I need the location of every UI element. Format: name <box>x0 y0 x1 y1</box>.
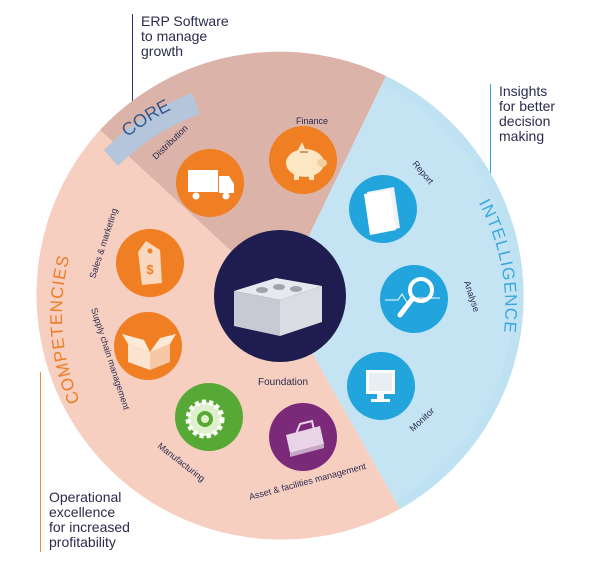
toolbox-icon <box>286 419 324 457</box>
svg-text:$: $ <box>146 262 154 277</box>
foundation-brick-icon <box>234 278 322 336</box>
magnifier-icon <box>385 277 440 318</box>
operational-callout-line <box>40 372 41 552</box>
price-tag-icon: $ <box>138 241 162 285</box>
erp-callout-line <box>132 14 133 108</box>
report-document-icon <box>364 187 400 235</box>
finance-label: Finance <box>296 116 328 126</box>
insights-callout-line <box>490 84 491 194</box>
truck-icon <box>188 170 234 200</box>
core-tab <box>104 93 200 166</box>
monitor-icon <box>366 370 395 402</box>
finance-item: Finance <box>269 116 337 194</box>
erp-callout-text: ERP Software to manage growth <box>141 13 229 59</box>
gear-icon <box>185 399 225 439</box>
piggy-bank-icon <box>286 142 327 180</box>
insights-callout-text: Insights for better decision making <box>499 83 556 144</box>
box-icon <box>122 334 176 370</box>
foundation-label: Foundation <box>258 377 308 388</box>
operational-callout-text: Operational excellence for increased pro… <box>49 489 130 550</box>
intelligence-outer-band <box>382 76 524 509</box>
